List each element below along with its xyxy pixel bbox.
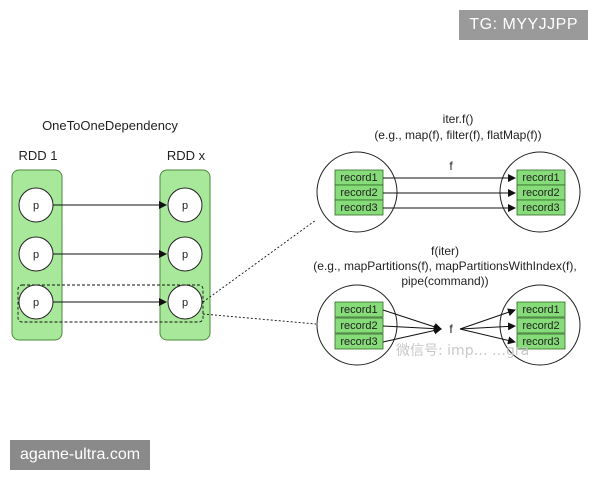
partition-label: p xyxy=(33,297,39,309)
record-label: record3 xyxy=(340,336,377,348)
record-label: record2 xyxy=(522,187,559,199)
left-partition: p xyxy=(18,187,54,223)
site-tag: agame-ultra.com xyxy=(10,440,151,470)
record-cell: record1 xyxy=(516,169,566,186)
record-label: record1 xyxy=(340,304,377,316)
bottom-func-label: f xyxy=(449,322,453,336)
fanout-arrow xyxy=(459,328,516,345)
record-cell: record3 xyxy=(334,333,384,350)
fanout-arrow xyxy=(459,322,516,331)
record-cell: record1 xyxy=(334,301,384,318)
right-partition: p xyxy=(167,236,203,272)
diagram-title: OneToOneDependency xyxy=(42,118,178,133)
record-cell: record2 xyxy=(334,317,384,334)
record-cell: record3 xyxy=(334,199,384,216)
telegram-tag: TG: MYYJJPP xyxy=(459,10,588,40)
record-label: record3 xyxy=(340,202,377,214)
wechat-watermark: 微信号: imp… …gra xyxy=(396,343,530,359)
highlight-dashed-box xyxy=(17,284,204,323)
record-label: record2 xyxy=(522,320,559,332)
partition-label: p xyxy=(182,297,188,309)
zoom-connector-line xyxy=(202,313,317,325)
record-label: record3 xyxy=(522,336,559,348)
bottom-example-subtitle-1: (e.g., mapPartitions(f), mapPartitionsWi… xyxy=(313,259,576,273)
right-partition: p xyxy=(167,187,203,223)
record-label: record1 xyxy=(522,304,559,316)
record-cell: record3 xyxy=(516,199,566,216)
bottom-example-title: f(iter) xyxy=(431,244,459,258)
right-rdd-label: RDD x xyxy=(167,148,206,163)
record-label: record2 xyxy=(340,187,377,199)
partition-label: p xyxy=(182,249,188,261)
left-rdd-label: RDD 1 xyxy=(18,148,57,163)
top-func-label: f xyxy=(449,159,453,173)
converge-arrow xyxy=(382,326,442,343)
record-cell: record3 xyxy=(516,333,566,350)
left-partition: p xyxy=(18,236,54,272)
record-cell: record2 xyxy=(516,317,566,334)
record-label: record2 xyxy=(340,320,377,332)
record-cell: record1 xyxy=(334,169,384,186)
top-example-subtitle: (e.g., map(f), filter(f), flatMap(f)) xyxy=(374,128,541,142)
partition-label: p xyxy=(182,200,188,212)
top-example-title: iter.f() xyxy=(443,112,474,126)
left-partition: p xyxy=(18,284,54,320)
zoom-connector-line xyxy=(202,219,317,303)
record-label: record1 xyxy=(340,172,377,184)
partition-label: p xyxy=(33,200,39,212)
converge-arrow xyxy=(382,324,442,333)
record-cell: record2 xyxy=(334,184,384,201)
record-label: record3 xyxy=(522,202,559,214)
record-cell: record1 xyxy=(516,301,566,318)
bottom-example-subtitle-2: pipe(command)) xyxy=(401,274,488,288)
right-partition: p xyxy=(167,284,203,320)
record-cell: record2 xyxy=(516,184,566,201)
partition-label: p xyxy=(33,249,39,261)
converge-arrow xyxy=(382,309,442,331)
fanout-arrow xyxy=(459,308,516,330)
record-label: record1 xyxy=(522,172,559,184)
